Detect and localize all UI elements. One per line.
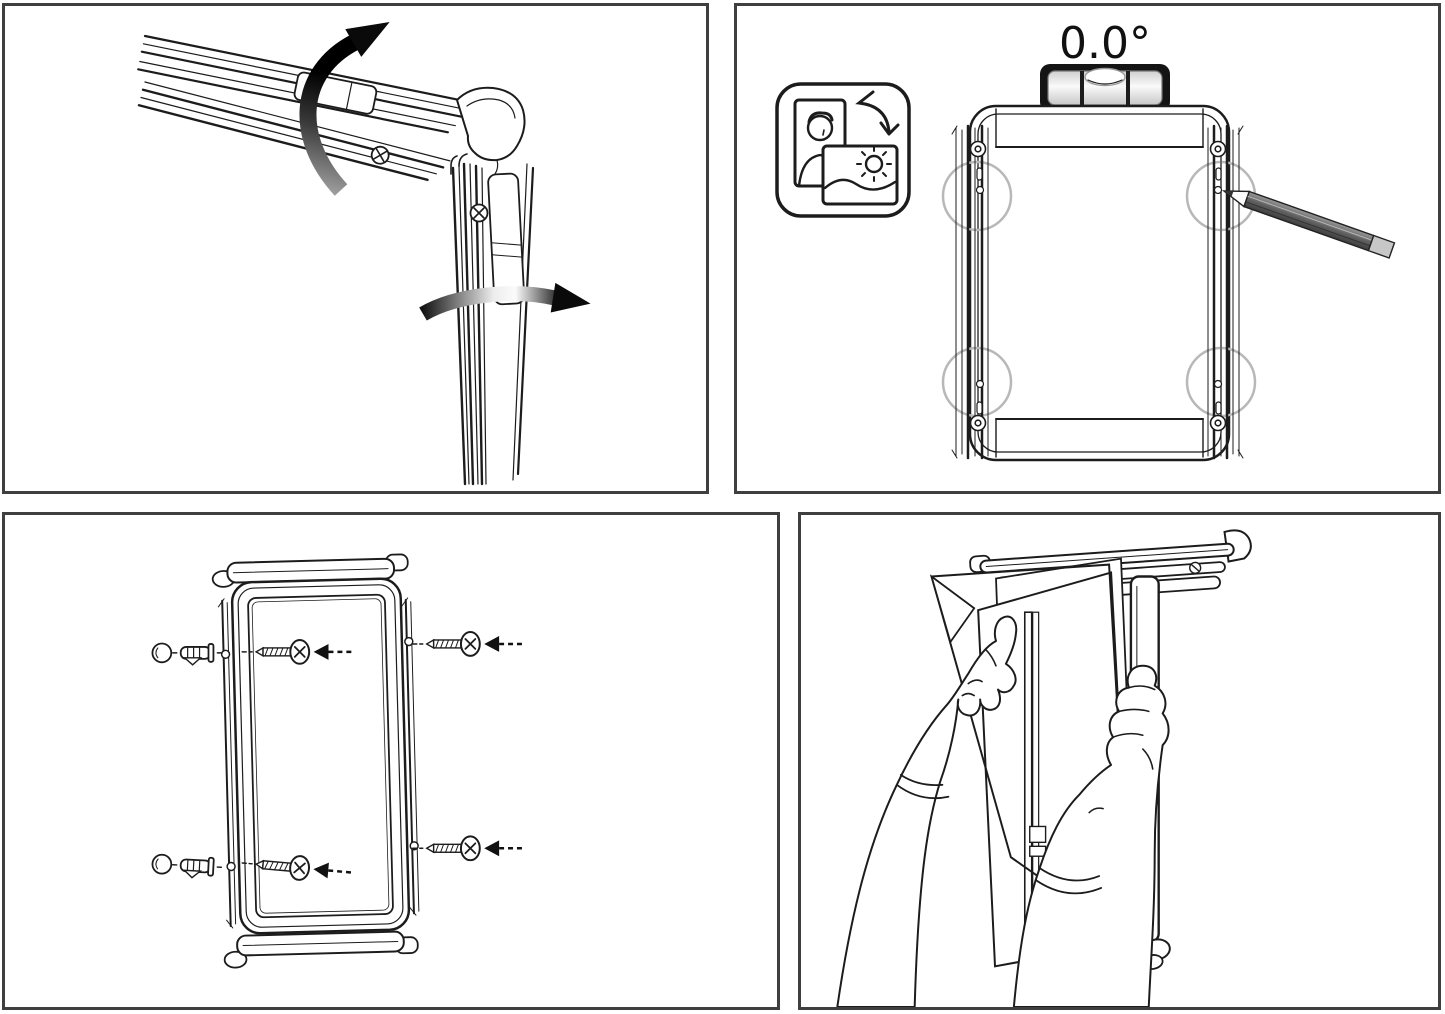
panel-step2-level-and-mark: 0.0° — [734, 3, 1441, 494]
rail-screw — [370, 145, 390, 165]
bottom-cap-rail — [223, 930, 419, 969]
level-bubble — [1084, 67, 1126, 87]
frame-back — [968, 104, 1231, 462]
opened-snap-flap — [137, 81, 451, 182]
corner-cap — [455, 86, 526, 175]
curved-arrow-open-side-icon — [419, 282, 591, 321]
rotate-arrow-icon — [855, 90, 900, 136]
curved-arrow-open-top-icon — [299, 22, 390, 196]
left-mounting-rail — [951, 124, 989, 460]
orientation-rotate-icon — [775, 82, 911, 218]
landscape-thumbnail — [821, 144, 899, 206]
step2-illustration: 0.0° — [775, 18, 1396, 462]
top-cap-rail — [211, 553, 409, 588]
spirit-level-icon — [1040, 64, 1170, 112]
step4-illustration — [836, 529, 1252, 1007]
sun-rays — [856, 146, 892, 182]
step1-illustration — [137, 22, 591, 486]
left-hand — [836, 615, 1018, 1007]
angle-readout: 0.0° — [1059, 18, 1151, 69]
panel-step1-open-profiles — [2, 3, 709, 494]
frame-side-rail — [450, 153, 535, 486]
spring-sleeve-vertical — [487, 172, 526, 306]
right-open-flange — [401, 597, 420, 916]
right-hand — [1012, 664, 1170, 1007]
step3-illustration — [150, 553, 528, 969]
screw-upper-right — [411, 630, 528, 658]
rail-screws-and-holes — [969, 140, 1227, 432]
right-mounting-rail — [1207, 124, 1244, 460]
wall-anchor-lower-left — [150, 853, 226, 881]
frame-with-side-rails — [211, 553, 420, 969]
wall-anchor-upper-left — [151, 642, 226, 666]
panel-step3-mounting — [2, 512, 780, 1010]
flange-holes — [220, 636, 419, 872]
screw-lower-right — [411, 835, 528, 862]
panel-step4-insert-poster — [798, 512, 1441, 1010]
pencil-icon — [1221, 190, 1396, 259]
rail-screw — [469, 203, 489, 223]
